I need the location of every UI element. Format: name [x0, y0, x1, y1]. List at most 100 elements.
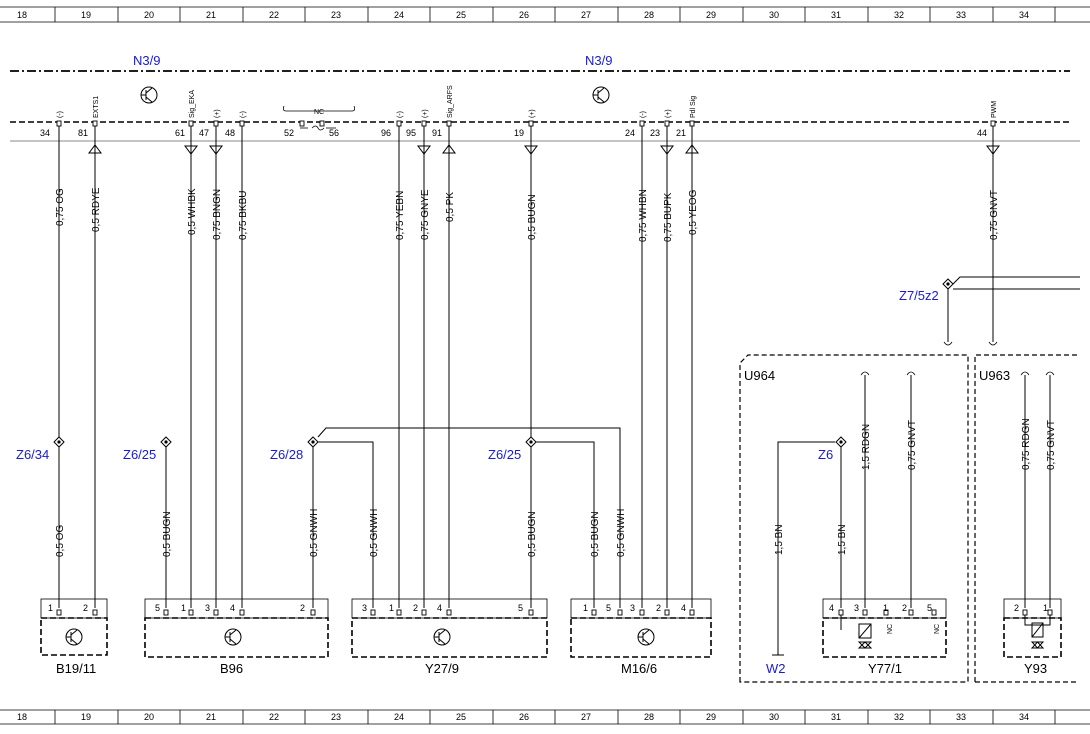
splice-points: Z6/34 Z6/25 Z6/28 Z6/25 Z6 Z7/5z2: [16, 278, 954, 462]
component-m16-6: 1 5 3 2 4 M16/6: [570, 598, 712, 676]
splice-label: Z6/25: [123, 447, 156, 462]
wire-label: 0,5 GNWH: [369, 509, 380, 557]
pin-signal: (+): [529, 109, 536, 118]
grid-col-19: 19: [81, 10, 91, 20]
pin-signal: Sig_EKA: [189, 90, 196, 118]
grid-col-23-bottom: 23: [331, 712, 341, 722]
nc-label: NC: [314, 109, 324, 116]
wire-label: 0,75 BNGN: [212, 189, 223, 240]
wire-label: 0,5 WHBK: [187, 188, 198, 235]
component-b96: 5 1 3 4 2 B96: [144, 598, 329, 676]
component-pin: 2: [656, 603, 661, 613]
splice-z6-25-right: Z6/25: [488, 436, 537, 462]
grid-col-25: 25: [456, 10, 466, 20]
pin-signal: PWM: [991, 101, 998, 118]
component-pin: 1: [389, 603, 394, 613]
wire-label: 0,5 GNWH: [616, 509, 627, 557]
grid-col-24: 24: [394, 10, 404, 20]
group-label: U964: [744, 368, 775, 383]
wire-label: 0,5 BUGN: [527, 194, 538, 240]
grid-col-30: 30: [769, 10, 779, 20]
grid-col-33-bottom: 33: [956, 712, 966, 722]
wire-label: 0,5 BUGN: [162, 511, 173, 557]
grid-col-22-bottom: 22: [269, 712, 279, 722]
grid-col-23: 23: [331, 10, 341, 20]
component-pin: 5: [518, 603, 523, 613]
pin-signal: Sig_ARFS: [447, 85, 454, 118]
pin-number: 81: [78, 128, 88, 138]
valve-icon: [433, 628, 451, 646]
grid-col-21: 21: [206, 10, 216, 20]
pin-number: 56: [329, 128, 339, 138]
grid-col-34: 34: [1019, 10, 1029, 20]
grid-col-20: 20: [144, 10, 154, 20]
splice-z6-25-left: Z6/25: [123, 436, 172, 462]
wire-label: 0,5 YEOG: [688, 189, 699, 235]
pin-number: 34: [40, 128, 50, 138]
pin-number: 44: [977, 128, 987, 138]
component-pin: 3: [205, 603, 210, 613]
splice-label: Z7/5z2: [899, 288, 939, 303]
grid-col-30-bottom: 30: [769, 712, 779, 722]
group-label: U963: [979, 368, 1010, 383]
component-name: Y27/9: [425, 661, 459, 676]
component-pin: 3: [854, 603, 859, 613]
control-unit-label-left: N3/9: [133, 53, 160, 68]
wire-network: [58, 126, 1080, 656]
wire-label: 0,75 GNYE: [420, 189, 431, 240]
splice-z6-34: Z6/34: [16, 436, 65, 462]
lower-wire-labels: 0,5 OG 0,5 BUGN 0,5 GNWH 0,5 GNWH 0,5 BU…: [55, 418, 1057, 557]
pin-number: 21: [676, 128, 686, 138]
ground-label: W2: [766, 661, 786, 676]
grid-col-25-bottom: 25: [456, 712, 466, 722]
pin-signal: (+): [665, 109, 672, 118]
group-u963: U963: [974, 354, 1080, 683]
component-y27-9: 3 1 2 4 5 Y27/9: [351, 598, 548, 676]
control-unit-pins: 34 81 61 47 48 52 56 96 95 91 19 24 23 2…: [40, 85, 998, 138]
control-unit-label-right: N3/9: [585, 53, 612, 68]
component-pin: 1: [1043, 603, 1048, 613]
pin-signal: (+): [214, 109, 221, 118]
grid-col-31: 31: [831, 10, 841, 20]
wire-label: 0,75 RDGN: [1021, 418, 1032, 470]
wire-label: 1,5 BN: [774, 524, 785, 555]
pin-number: 24: [625, 128, 635, 138]
signal-arrows: [88, 144, 1000, 155]
splice-label: Z6/25: [488, 447, 521, 462]
component-pin: 5: [606, 603, 611, 613]
wire-label: 0,75 GNVT: [1046, 420, 1057, 470]
upper-wire-labels: 0,75 OG 0,5 RDYE 0,5 WHBK 0,75 BNGN 0,75…: [55, 187, 1000, 242]
grid-col-29-bottom: 29: [706, 712, 716, 722]
wire-label: 0,75 BKBU: [238, 191, 249, 240]
wire-label: 0,5 RDYE: [91, 187, 102, 232]
component-pin: 1: [48, 603, 53, 613]
grid-col-29: 29: [706, 10, 716, 20]
wire-label: 0,75 GNVT: [907, 420, 918, 470]
pin-number: 19: [514, 128, 524, 138]
component-pin: 1: [883, 603, 888, 613]
component-pin: 1: [583, 603, 588, 613]
component-y77-1: 4 3 1 2 5 NC NC Y77/1: [822, 598, 947, 676]
splice-label: Z6: [818, 447, 833, 462]
wire-label: 0,5 BUGN: [590, 511, 601, 557]
grid-col-32: 32: [894, 10, 904, 20]
grid-col-28: 28: [644, 10, 654, 20]
sensor-icon: [224, 628, 242, 646]
transistor-icon: [140, 86, 158, 104]
wire-label: 0,5 GNWH: [309, 509, 320, 557]
grid-col-26-bottom: 26: [519, 712, 529, 722]
splice-label: Z6/28: [270, 447, 303, 462]
component-name: B19/11: [56, 661, 96, 676]
component-pin: 4: [681, 603, 686, 613]
pin-signal: (-): [640, 111, 647, 118]
component-pin: 5: [155, 603, 160, 613]
grid-col-22: 22: [269, 10, 279, 20]
nc-marker: NC: [887, 624, 894, 634]
grid-col-34-bottom: 34: [1019, 712, 1029, 722]
component-pin: 2: [1014, 603, 1019, 613]
grid-col-18-bottom: 18: [17, 712, 27, 722]
wire-label: 0,75 YEBN: [395, 191, 406, 240]
pin-signal: (-): [397, 111, 404, 118]
nc-marker: NC: [934, 624, 941, 634]
